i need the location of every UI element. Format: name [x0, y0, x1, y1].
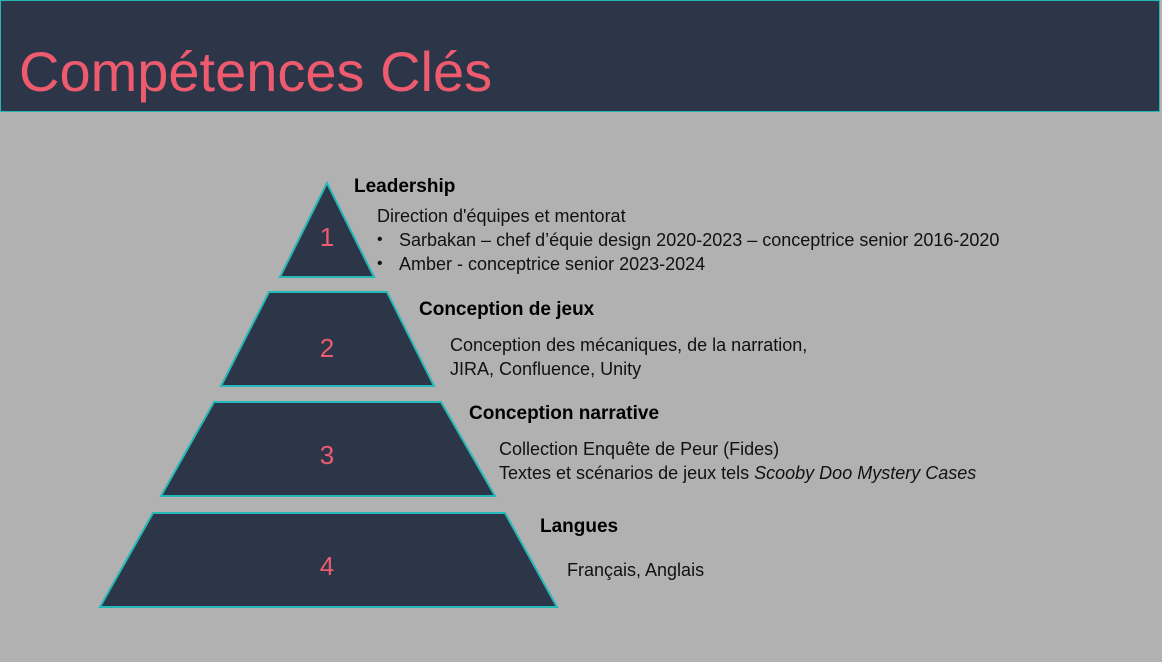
tier-2-number: 2: [319, 333, 335, 363]
pyramid-tier-4-shape: [98, 512, 559, 608]
tier-4-number: 4: [319, 551, 335, 581]
pyramid-tier-2-shape: [219, 291, 436, 387]
title-bar: Compétences Clés: [0, 0, 1160, 112]
tier-3-line-2-title: Scooby Doo Mystery Cases: [754, 463, 977, 483]
tier-2-heading: Conception de jeux: [419, 299, 595, 320]
tier-3-line-2-text: Textes et scénarios de jeux tels: [499, 463, 755, 483]
bullet-glyph: •: [377, 231, 383, 248]
pyramid-tier-3-shape: [159, 401, 497, 497]
tier-3-number: 3: [319, 440, 335, 470]
tier-4-line-1: Français, Anglais: [567, 560, 705, 580]
tier-4-heading: Langues: [540, 516, 619, 537]
tier-2-line-2: JIRA, Confluence, Unity: [450, 359, 642, 379]
tier-1-bullet-1: Sarbakan – chef d’équie design 2020-2023…: [399, 230, 1000, 250]
tier-3-heading: Conception narrative: [469, 403, 660, 424]
tier-2-line-1: Conception des mécaniques, de la narrati…: [450, 335, 808, 355]
tier-1-intro: Direction d'équipes et mentorat: [377, 206, 626, 226]
slide-title: Compétences Clés: [19, 40, 493, 103]
tier-3-line-1: Collection Enquête de Peur (Fides): [499, 439, 780, 459]
tier-1-number: 1: [319, 222, 335, 252]
tier-1-bullet-2: Amber - conceptrice senior 2023-2024: [399, 254, 706, 274]
bullet-glyph: •: [377, 255, 383, 272]
pyramid-tier-1-shape: [278, 180, 376, 278]
tier-3-line-2: Textes et scénarios de jeux tels Scooby …: [499, 462, 976, 484]
tier-1-heading: Leadership: [354, 176, 456, 197]
